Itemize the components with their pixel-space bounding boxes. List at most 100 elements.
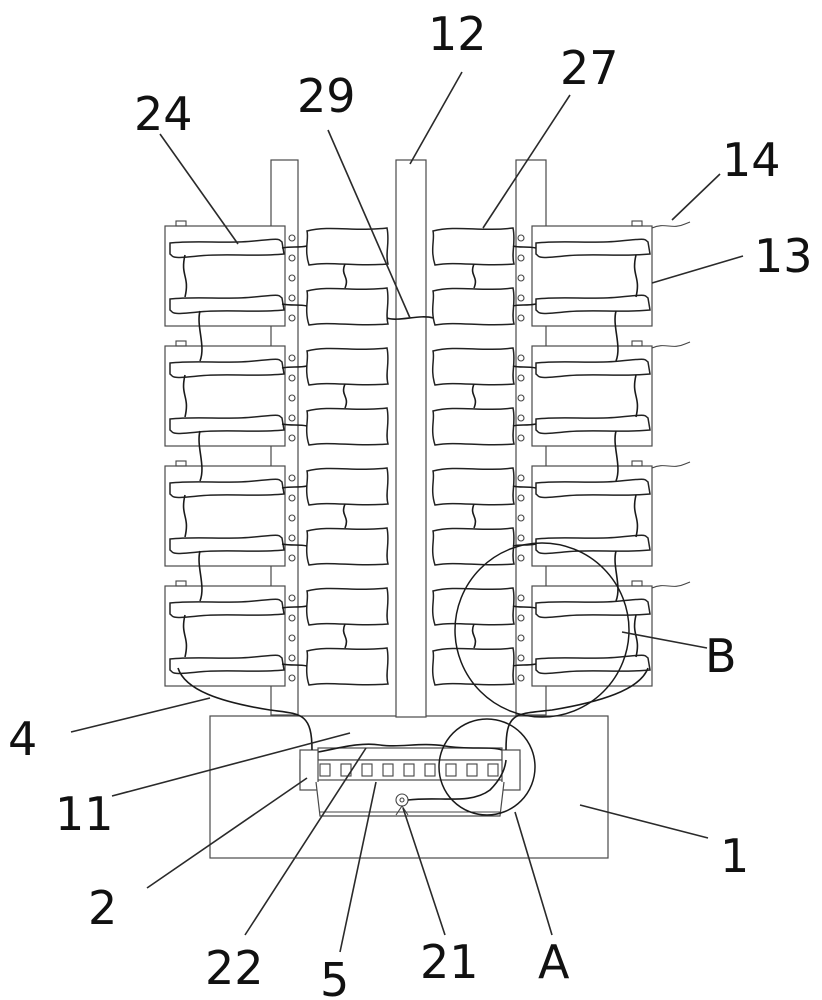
connector-left-lower (281, 303, 308, 307)
cushion-right-upper (431, 467, 515, 506)
post-bolt-right (517, 514, 525, 522)
box-link-left (182, 614, 188, 658)
left-lead (177, 667, 313, 751)
cushion-left-upper (305, 227, 389, 266)
box-link-right (633, 494, 639, 538)
manifold-assembly (299, 743, 521, 817)
post-bolt-right (517, 254, 525, 262)
connector-right-lower (512, 663, 537, 667)
connector-left-upper (281, 485, 308, 489)
pipe-right-lower (535, 534, 651, 555)
clamp-right (501, 749, 521, 791)
upper-tank (317, 747, 503, 761)
connecting-wires (182, 234, 639, 682)
pipe-left-upper (169, 478, 285, 499)
cushion-right-upper (431, 347, 515, 386)
label-1: 1 (720, 829, 749, 883)
pipe-right-lower (535, 414, 651, 435)
pipe-left-lower (169, 654, 285, 675)
post-bolt-right (517, 314, 525, 322)
connector-right-lower (512, 423, 537, 427)
tier-link-left (198, 550, 203, 602)
leader-24 (159, 133, 239, 245)
post-bolt-left (288, 654, 296, 662)
manifold-slot (403, 763, 415, 777)
cushion-link-left (342, 623, 348, 649)
post-center (395, 159, 427, 718)
connector-right-upper (512, 485, 537, 489)
post-bolt-left (288, 554, 296, 562)
cushion-left-upper (305, 467, 389, 506)
connector-left-upper (281, 245, 308, 249)
post-bolt-left (288, 414, 296, 422)
leader-4 (70, 697, 211, 733)
manifold-slots (319, 763, 499, 777)
box-lug-right (631, 340, 643, 347)
leader-27 (482, 94, 571, 229)
cushion-link-left (342, 503, 348, 529)
pipe-left-upper (169, 238, 285, 259)
pipe-right-lower (535, 294, 651, 315)
post-bolt-right (517, 654, 525, 662)
post-bolt-right (517, 474, 525, 482)
post-bolt-right (517, 674, 525, 682)
post-bolt-left (288, 354, 296, 362)
leader-22 (244, 747, 367, 936)
tier-link-right (614, 310, 619, 362)
pipe-left-lower (169, 414, 285, 435)
tier-link-right (614, 430, 619, 482)
box-lug-left (175, 580, 187, 587)
cushion-right-lower (431, 287, 515, 326)
tank-wire (317, 743, 503, 753)
valve-stand (395, 805, 409, 816)
box-link-right (633, 374, 639, 418)
post-bolt-left (288, 254, 296, 262)
box-lug-right (631, 580, 643, 587)
post-bolt-left (288, 274, 296, 282)
post-bolt-left (288, 434, 296, 442)
box-lug-left (175, 220, 187, 227)
pipe-left-upper (169, 358, 285, 379)
manifold-slot (466, 763, 478, 777)
post-bolt-right (517, 434, 525, 442)
pipe-right-lower (535, 654, 651, 675)
connector-left-lower (281, 543, 308, 547)
pipe-right-upper (535, 598, 651, 619)
detail-circle-b (454, 542, 630, 718)
post-bolt-left (288, 514, 296, 522)
post-bolt-left (288, 614, 296, 622)
post-bolt-right (517, 534, 525, 542)
leader-2 (146, 777, 308, 889)
post-bolt-left (288, 474, 296, 482)
pipe-right-upper (535, 478, 651, 499)
cushion-left-lower (305, 407, 389, 446)
leader-13 (651, 255, 744, 284)
terminal-lead (651, 581, 691, 589)
connector-right-upper (512, 365, 537, 369)
label-a: A (538, 935, 570, 989)
post-bolt-right (517, 494, 525, 502)
box-link-left (182, 374, 188, 418)
connector-left-lower (281, 423, 308, 427)
post-bolt-right (517, 374, 525, 382)
valve-wire (407, 759, 507, 801)
leader-29 (327, 129, 411, 319)
label-14: 14 (722, 133, 781, 187)
label-11: 11 (55, 787, 114, 841)
leader-5 (339, 781, 377, 953)
connector-left-upper (281, 365, 308, 369)
connector-left-upper (281, 605, 308, 609)
leader-12 (409, 71, 463, 165)
post-bolt-left (288, 234, 296, 242)
label-22: 22 (205, 941, 264, 995)
clamp-left (299, 749, 319, 791)
terminal-lead (651, 341, 691, 349)
manifold-slot (445, 763, 457, 777)
box-lug-left (175, 460, 187, 467)
cushion-right-lower (431, 407, 515, 446)
terminal-lead (651, 221, 691, 229)
post-bolt-left (288, 534, 296, 542)
tier-link-left (198, 430, 203, 482)
